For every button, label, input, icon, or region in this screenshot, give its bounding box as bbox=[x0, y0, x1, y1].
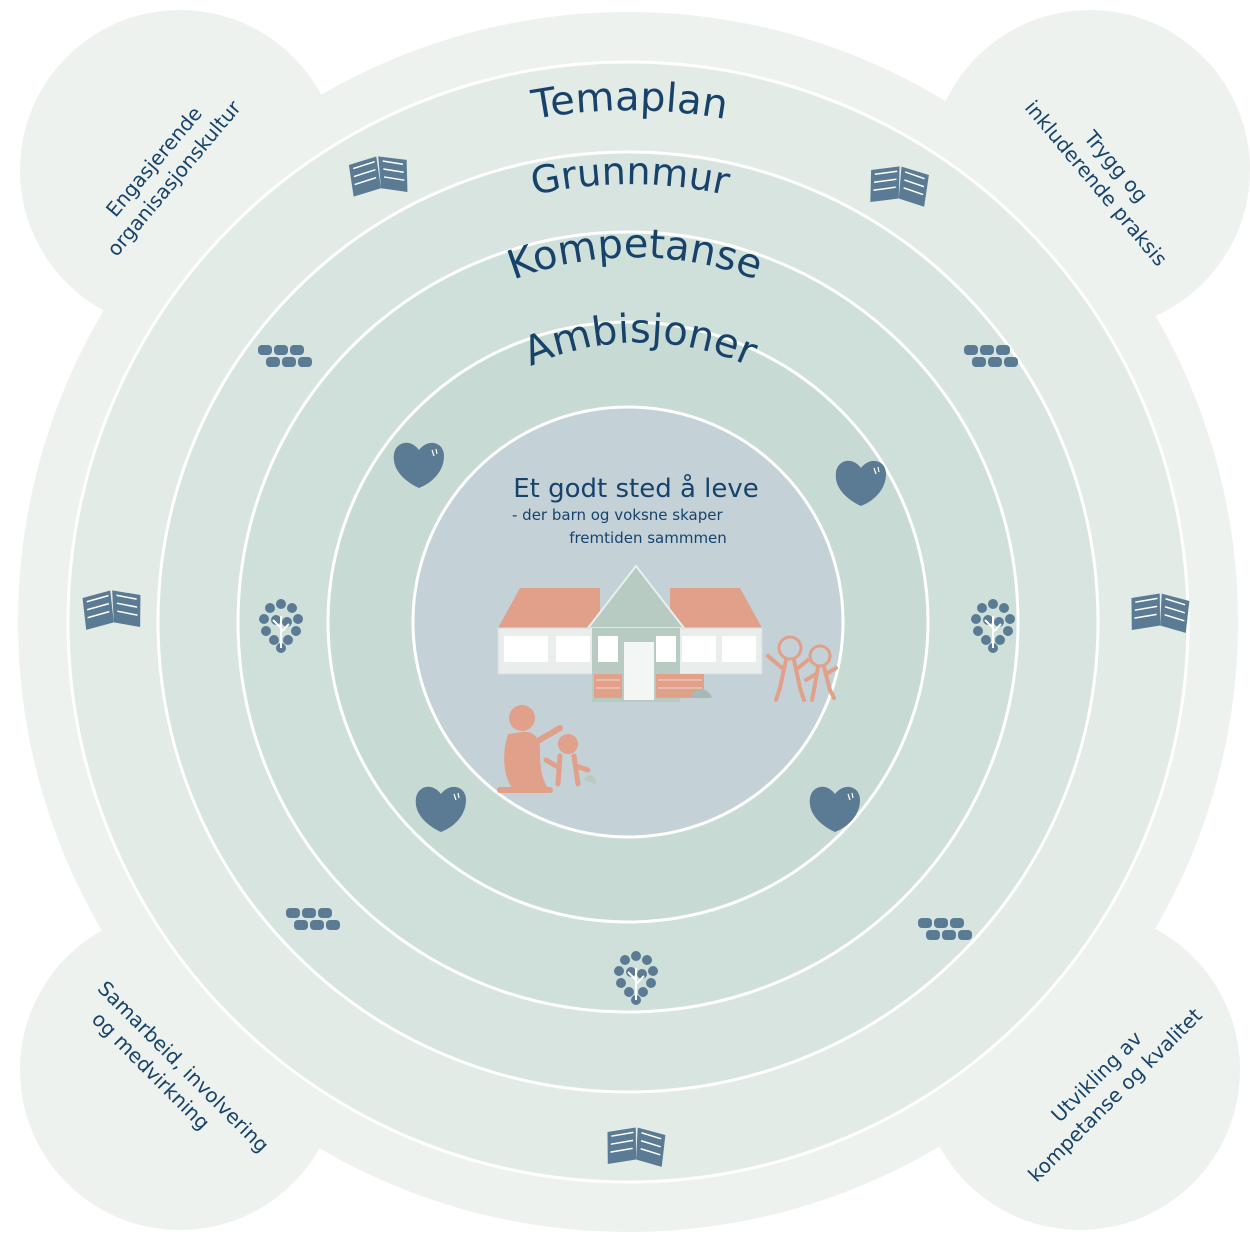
adult-child-illustration bbox=[497, 705, 596, 793]
center-subtitle-line2: fremtiden sammmen bbox=[569, 529, 727, 547]
center-title: Et godt sted å leve bbox=[513, 473, 759, 504]
center-subtitle-line1: - der barn og voksne skaper bbox=[512, 506, 723, 524]
ring-title-temaplan: Temaplan bbox=[528, 74, 732, 129]
school-illustration bbox=[497, 564, 763, 702]
children-illustration bbox=[766, 635, 838, 702]
